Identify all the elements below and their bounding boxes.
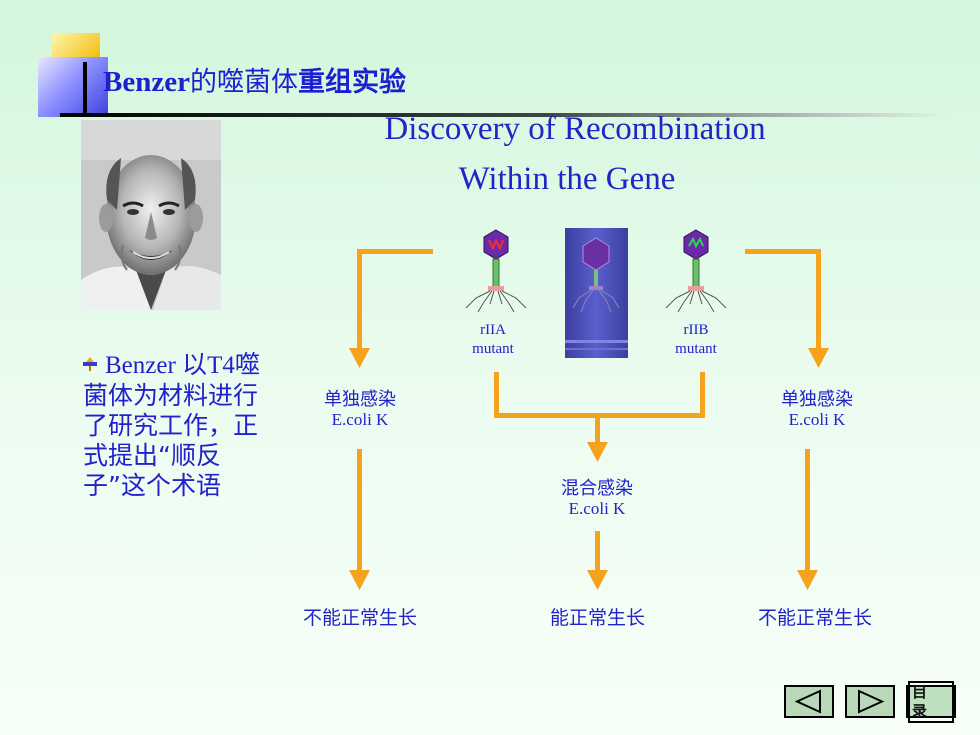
title-latin: Benzer — [103, 66, 190, 98]
table-of-contents-button[interactable]: 目 录 — [906, 680, 956, 723]
slide-title: Benzer的噬菌体重组实验 — [103, 60, 406, 99]
riia-type: mutant — [472, 341, 514, 357]
left-host-label: E.coli K — [331, 410, 389, 429]
bullet-latin: Benzer — [105, 352, 183, 379]
left-bracket-horizontal — [357, 249, 433, 254]
title-underline — [60, 113, 945, 117]
previous-slide-button[interactable] — [784, 685, 834, 718]
benzer-portrait-photo — [81, 120, 221, 310]
bullet-paragraph: Benzer 以T4噬菌体为材料进行了研究工作，正式提出“顺反子”这个术语 — [83, 348, 263, 501]
left-result-label: 不能正常生长 — [302, 607, 417, 629]
center-bracket-right — [700, 372, 705, 418]
center-lower-arrowhead — [587, 570, 608, 590]
left-bracket-vertical — [357, 249, 362, 350]
riia-name: rIIA — [480, 322, 506, 338]
center-top-arrowhead — [587, 442, 608, 462]
right-host-label: E.coli K — [788, 410, 846, 429]
center-infection-label: 混合感染 — [561, 478, 633, 499]
next-arrow-icon — [858, 689, 885, 714]
bullet-latin2: T4 — [207, 352, 235, 379]
center-lower-shaft — [595, 531, 600, 571]
riib-type: mutant — [675, 341, 717, 357]
riib-name: rIIB — [683, 322, 709, 338]
title-part2: 的噬菌体 — [189, 67, 298, 98]
center-bracket-stem — [595, 413, 600, 443]
phage-riia-image — [460, 228, 530, 313]
riib-label: rIIB mutant — [665, 321, 727, 359]
plus-bullet-icon — [83, 348, 97, 371]
previous-arrow-icon — [794, 689, 821, 714]
toc-label: 目 录 — [908, 680, 954, 723]
phage-center-image — [565, 228, 628, 358]
right-lower-shaft — [805, 449, 810, 571]
left-lower-arrowhead — [349, 570, 370, 590]
riia-label: rIIA mutant — [462, 321, 524, 359]
right-top-arrowhead — [808, 348, 829, 368]
right-result-label: 不能正常生长 — [757, 607, 872, 629]
bullet-cjk1: 以 — [182, 350, 208, 379]
subtitle-line1: Discovery of Recombination — [384, 111, 766, 147]
center-host-label: E.coli K — [568, 499, 626, 518]
bullet-rest: 噬菌体为材料进行了研究工作，正式提出“顺反子”这个术语 — [83, 350, 260, 500]
phage-riib-image — [660, 228, 730, 313]
next-slide-button[interactable] — [845, 685, 895, 718]
left-top-arrowhead — [349, 348, 370, 368]
right-bracket-vertical — [816, 249, 821, 350]
center-result-label: 能正常生长 — [549, 607, 645, 629]
title-vertical-line — [83, 62, 87, 116]
subtitle-line2: Within the Gene — [458, 161, 676, 197]
center-bracket-left — [494, 372, 499, 418]
left-lower-shaft — [357, 449, 362, 571]
title-deco-blue-square — [38, 57, 108, 117]
right-bracket-horizontal — [745, 249, 821, 254]
left-infection-label: 单独感染 — [324, 389, 396, 410]
right-infection-label: 单独感染 — [781, 389, 853, 410]
title-part3: 重组实验 — [297, 67, 406, 98]
right-lower-arrowhead — [797, 570, 818, 590]
